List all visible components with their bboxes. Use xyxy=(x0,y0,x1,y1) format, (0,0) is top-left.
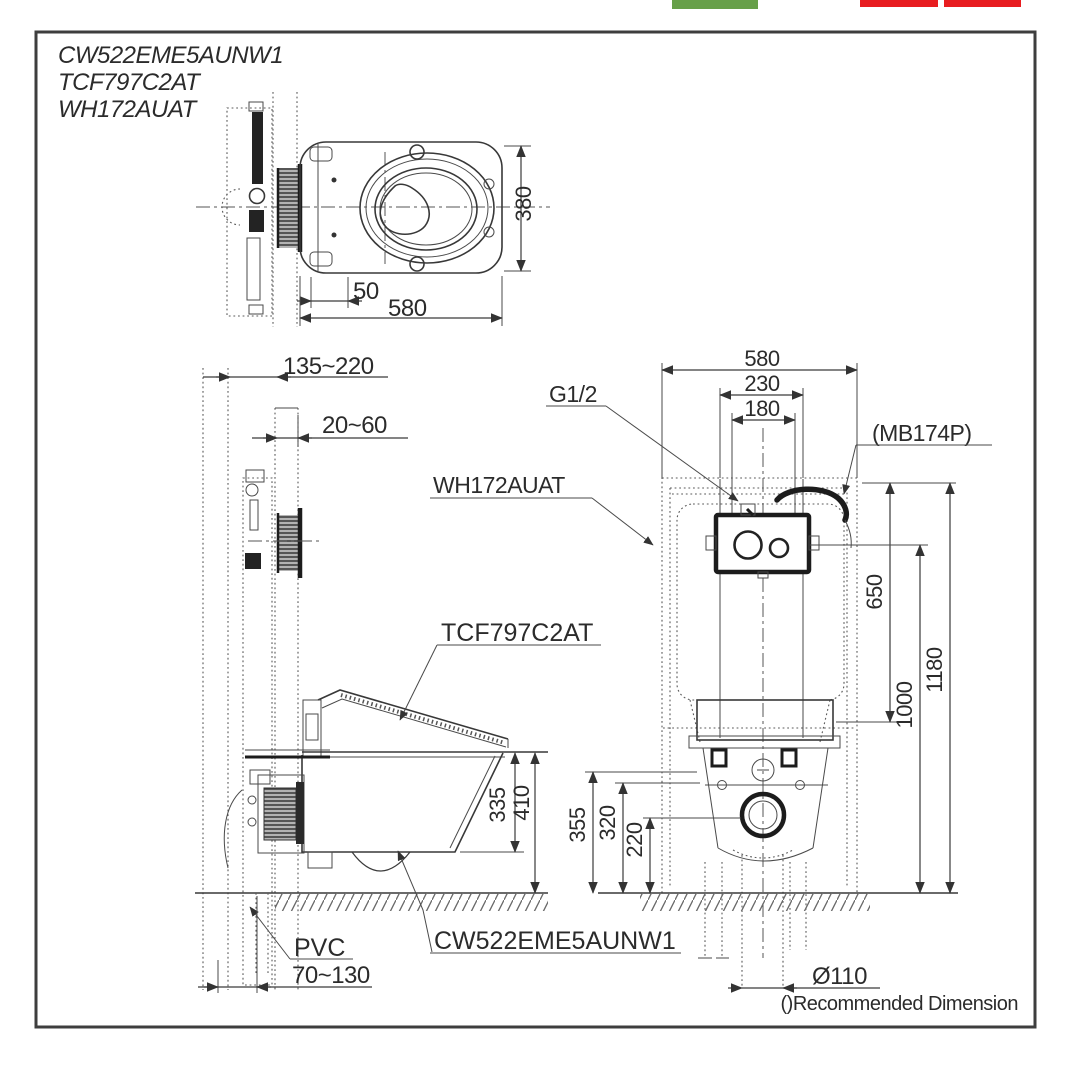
front-bowl xyxy=(688,699,841,862)
plan-supply-arc xyxy=(221,188,241,226)
side-frame-outline xyxy=(242,477,273,986)
plan-dim-380: 380 xyxy=(504,145,536,272)
plan-toilet xyxy=(299,141,503,274)
side-dim-335-label: 335 xyxy=(485,787,510,822)
frame-label-text: WH172AUAT xyxy=(433,472,565,498)
plan-water-spot xyxy=(379,183,430,236)
drawing-border xyxy=(34,30,1037,1029)
front-dim-1180-label: 1180 xyxy=(922,647,947,693)
model-number-2: TCF797C2AT xyxy=(58,69,202,96)
bowl-label-text: CW522EME5AUNW1 xyxy=(434,927,676,955)
front-dim-drain-label: Ø110 xyxy=(812,963,867,990)
side-washlet-label: TCF797C2AT xyxy=(399,619,601,721)
front-dim-1000-label: 1000 xyxy=(892,681,917,728)
pvc-text: PVC xyxy=(294,934,345,962)
side-dim-wall-label: 135~220 xyxy=(283,353,374,380)
side-dim-410: 410 xyxy=(509,752,540,894)
front-dim-355-label: 355 xyxy=(565,807,590,842)
side-connections xyxy=(223,749,330,869)
side-view: 135~220 20~60 335 410 PVC xyxy=(195,353,681,993)
front-dim-220: 220 xyxy=(622,817,741,894)
washlet-label-text: TCF797C2AT xyxy=(441,619,593,647)
front-supply-label: G1/2 xyxy=(546,381,739,502)
top-view: 380 50 580 xyxy=(196,92,550,327)
front-dim-230-label: 230 xyxy=(744,371,779,396)
model-number-3: WH172AUAT xyxy=(58,96,199,123)
front-frame-outline xyxy=(661,477,858,894)
model-number-1: CW522EME5AUNW1 xyxy=(58,42,283,69)
side-pvc-label: PVC xyxy=(249,906,353,962)
plan-dim-380-label: 380 xyxy=(511,186,536,221)
plan-dim-50-label: 50 xyxy=(353,278,379,305)
front-dim-1000: 1000 xyxy=(810,544,928,894)
front-flush-plate xyxy=(705,503,820,579)
front-dim-230: 230 xyxy=(719,371,804,478)
flush-button-large xyxy=(733,530,763,560)
front-dim-320: 320 xyxy=(595,782,700,894)
front-dim-1180: 1180 xyxy=(922,482,955,894)
plan-tank-outline xyxy=(226,107,273,317)
supply-pipe xyxy=(774,486,850,523)
title-block: CW522EME5AUNW1 TCF797C2AT WH172AUAT xyxy=(58,42,284,123)
front-ground-hatch xyxy=(640,893,870,911)
red-bar-2 xyxy=(944,0,1021,7)
drain-outlet xyxy=(739,791,787,839)
side-dim-wall: 135~220 xyxy=(203,353,388,382)
red-bar-1 xyxy=(860,0,938,7)
side-washlet xyxy=(302,689,509,757)
front-dim-180-label: 180 xyxy=(744,396,779,421)
front-pipes xyxy=(698,855,807,988)
plate-label-text: (MB174P) xyxy=(872,420,972,446)
front-dim-580: 580 xyxy=(661,346,858,478)
header-bars xyxy=(672,0,1021,9)
front-plate-label: (MB174P) xyxy=(842,420,992,495)
green-bar xyxy=(672,0,758,9)
plan-dim-50: 50 xyxy=(297,277,379,308)
side-flush-plate xyxy=(248,508,322,578)
flush-button-small xyxy=(768,537,790,559)
front-dim-580-label: 580 xyxy=(744,346,779,371)
footnote: ()Recommended Dimension xyxy=(781,993,1018,1015)
side-dim-drain: 70~130 xyxy=(198,896,372,993)
side-ground-hatch xyxy=(275,893,548,911)
plan-dim-580: 580 xyxy=(299,276,503,326)
front-dim-320-label: 320 xyxy=(595,805,620,840)
plan-flush-plate xyxy=(276,164,303,252)
side-dim-finish: 20~60 xyxy=(252,412,408,447)
front-frame-label: WH172AUAT xyxy=(430,472,654,546)
front-view: 580 230 180 650 1000 1180 xyxy=(430,346,1019,1015)
front-dim-drain: Ø110 xyxy=(728,963,880,993)
front-dim-650-label: 650 xyxy=(862,574,887,609)
side-dim-finish-label: 20~60 xyxy=(322,412,387,439)
front-dim-355: 355 xyxy=(565,771,697,894)
front-dim-180: 180 xyxy=(731,396,796,478)
front-dim-650: 650 xyxy=(836,482,956,723)
plan-dim-580-label: 580 xyxy=(388,295,427,322)
side-dim-drain-label: 70~130 xyxy=(292,962,370,989)
side-dim-410-label: 410 xyxy=(509,785,534,820)
supply-label-text: G1/2 xyxy=(549,381,597,407)
front-dim-220-label: 220 xyxy=(622,822,647,857)
side-bowl-label: CW522EME5AUNW1 xyxy=(397,850,681,955)
side-dim-335: 335 xyxy=(460,752,524,853)
